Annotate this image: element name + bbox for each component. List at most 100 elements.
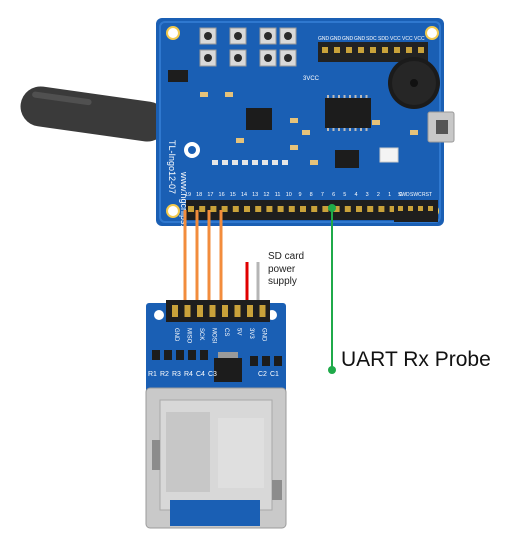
mount-hole: [166, 204, 180, 218]
header-label: VCC: [390, 36, 401, 42]
sd-component-label: R1: [148, 371, 157, 378]
header-pin: [333, 206, 340, 212]
chip-pin: [349, 128, 351, 131]
led: [262, 160, 268, 165]
passive-component: [290, 118, 298, 123]
passive-component: [302, 130, 310, 135]
sd-passive: [250, 356, 258, 366]
header-pin: [334, 47, 340, 53]
sd-component-label: C2: [258, 371, 267, 378]
sd-mount-hole: [154, 310, 164, 320]
header-pin: [277, 206, 284, 212]
passive-component: [200, 92, 208, 97]
sd-pin-label: GND: [173, 328, 179, 342]
header-pin: [408, 206, 413, 211]
sd-header-pin: [247, 305, 253, 317]
header-pin: [378, 206, 385, 212]
probe-top-dot: [328, 204, 336, 212]
header-label: GND: [318, 36, 330, 42]
sd-pin-label: GND: [261, 328, 267, 342]
header-pin: [356, 206, 362, 212]
pin-number: 10: [286, 192, 292, 198]
chip-pin: [354, 128, 357, 131]
sd-passive: [176, 350, 184, 360]
header-pin: [266, 206, 273, 212]
sd-power-line: SD card: [268, 251, 305, 262]
sd-passive: [164, 350, 172, 360]
chip-pin: [343, 128, 346, 131]
header-pin: [428, 206, 433, 211]
pin-number: 3: [366, 192, 369, 198]
header-label: GND: [354, 36, 366, 42]
header-label: GND: [330, 36, 342, 42]
sd-pin-label: SCK: [198, 328, 204, 340]
header-pin: [210, 206, 217, 212]
pin-number: 12: [263, 192, 269, 198]
push-button-cap: [264, 54, 272, 62]
uart-probe-label: UART Rx Probe: [341, 348, 491, 371]
sd-power-annotation: SD card power supply: [268, 251, 304, 289]
sd-header-pin: [209, 305, 216, 317]
probe-bottom-dot: [328, 366, 336, 374]
push-button-cap: [204, 32, 212, 40]
header-pin: [255, 206, 262, 212]
pin-number: 1: [388, 192, 391, 198]
header-pin: [382, 47, 388, 53]
pin-number: 17: [207, 192, 213, 198]
swd-label: SWC: [410, 192, 422, 198]
sd-passive: [152, 350, 160, 360]
led: [242, 160, 248, 165]
sd-passive: [188, 350, 196, 360]
header-label: VCC: [414, 36, 425, 42]
sd-card-edge: [170, 500, 260, 526]
sd-pin-label: MOSI: [211, 328, 217, 344]
pin-number: 5: [343, 192, 346, 198]
header-pin: [300, 206, 306, 212]
header-pin: [199, 206, 206, 212]
header-pin: [398, 206, 403, 211]
header-label: SDD: [378, 36, 389, 42]
header-pin: [344, 206, 351, 212]
header-pin: [322, 47, 328, 53]
sd-passive: [274, 356, 282, 366]
mount-hole: [166, 26, 180, 40]
jumper: [168, 70, 188, 82]
led: [282, 160, 288, 165]
sd-header-pin: [259, 305, 266, 317]
chip-pin: [338, 128, 340, 131]
sd-passive: [200, 350, 208, 360]
swd-header: [394, 200, 438, 222]
header-label: SDC: [366, 36, 377, 42]
header-pin: [406, 47, 412, 53]
header-pin: [244, 206, 250, 212]
pin-number: 18: [196, 192, 202, 198]
sd-pin-label: 5V: [236, 328, 242, 335]
rgb-led: [379, 147, 399, 163]
sd-power-line: supply: [268, 276, 297, 287]
pin-number: 6: [332, 192, 335, 198]
chip-pin: [360, 95, 362, 98]
sd-header-pin: [184, 305, 191, 317]
push-button-cap: [234, 54, 242, 62]
swd-label: RST: [422, 192, 432, 198]
header-label: GND: [342, 36, 354, 42]
pin-number: 14: [241, 192, 247, 198]
pin-number: 15: [230, 192, 236, 198]
led: [222, 160, 228, 165]
sd-component-label: R3: [172, 371, 181, 378]
chip-pin: [332, 95, 335, 98]
chip-pin: [360, 128, 362, 131]
sd-pin-label: 3V3: [248, 328, 254, 339]
led: [272, 160, 278, 165]
push-button-cap: [264, 32, 272, 40]
chip-pin: [365, 128, 368, 131]
chip-pin: [343, 95, 346, 98]
sd-passive: [262, 356, 270, 366]
passive-component: [310, 160, 318, 165]
pin-number: 11: [275, 192, 281, 198]
passive-component: [410, 130, 418, 135]
chip-pin: [354, 95, 357, 98]
pin-number: 7: [321, 192, 324, 198]
